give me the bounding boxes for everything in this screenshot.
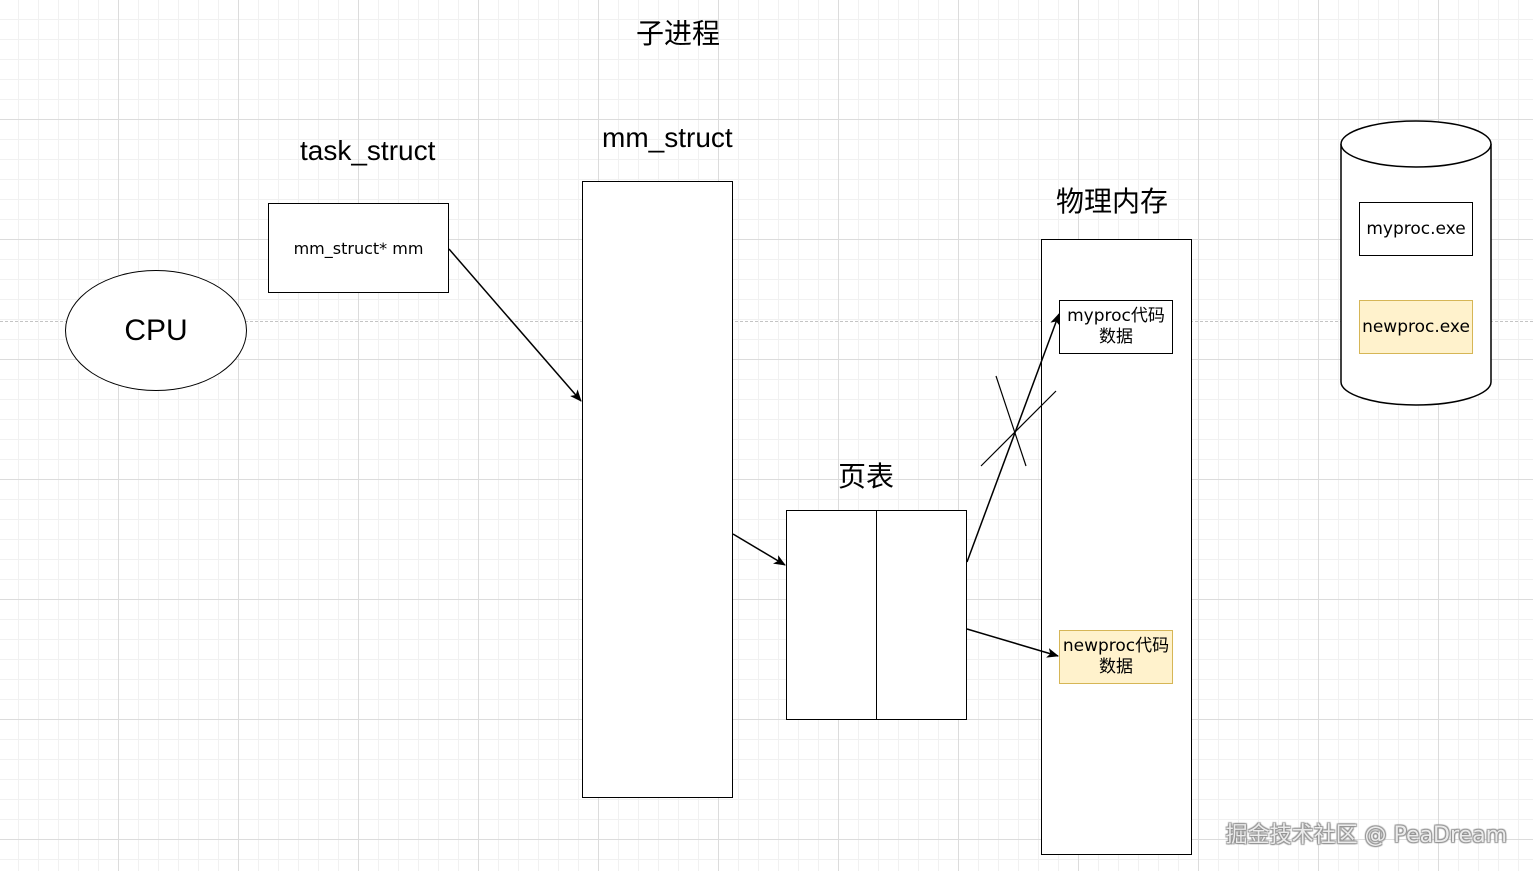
arrow-mm-to-page-table <box>732 533 786 566</box>
cpu-node: CPU <box>65 270 247 391</box>
page-table-label: 页表 <box>838 460 895 493</box>
disk-file-myproc-label: myproc.exe <box>1366 219 1466 239</box>
dashed-guide-line <box>0 321 1533 322</box>
cpu-label: CPU <box>124 313 188 347</box>
memory-block-myproc: myproc代码 数据 <box>1059 300 1173 354</box>
mm-struct-box <box>582 181 733 798</box>
arrow-task-to-mm <box>448 248 582 402</box>
task-struct-label: task_struct <box>300 135 436 166</box>
disk-file-myproc: myproc.exe <box>1359 202 1473 256</box>
disk-cylinder <box>1340 120 1492 406</box>
page-table-left-column <box>786 510 877 720</box>
watermark: 掘金技术社区 @ PeaDream <box>1225 823 1507 848</box>
task-struct-field: mm_struct* mm <box>293 238 424 258</box>
disk-file-newproc-label: newproc.exe <box>1362 317 1470 337</box>
diagram-title: 子进程 <box>636 17 721 50</box>
cross-mark-line-1 <box>995 375 1027 467</box>
page-table-right-column <box>876 510 967 720</box>
memory-block-newproc-line2: 数据 <box>1099 657 1133 677</box>
task-struct-box: mm_struct* mm <box>268 203 449 293</box>
memory-block-myproc-line2: 数据 <box>1099 327 1133 347</box>
memory-block-newproc: newproc代码 数据 <box>1059 630 1173 684</box>
mm-struct-label: mm_struct <box>602 122 733 153</box>
physical-memory-label: 物理内存 <box>1056 185 1169 218</box>
memory-block-newproc-line1: newproc代码 <box>1062 636 1170 656</box>
disk-file-newproc: newproc.exe <box>1359 300 1473 354</box>
memory-block-myproc-line1: myproc代码 <box>1067 306 1165 326</box>
